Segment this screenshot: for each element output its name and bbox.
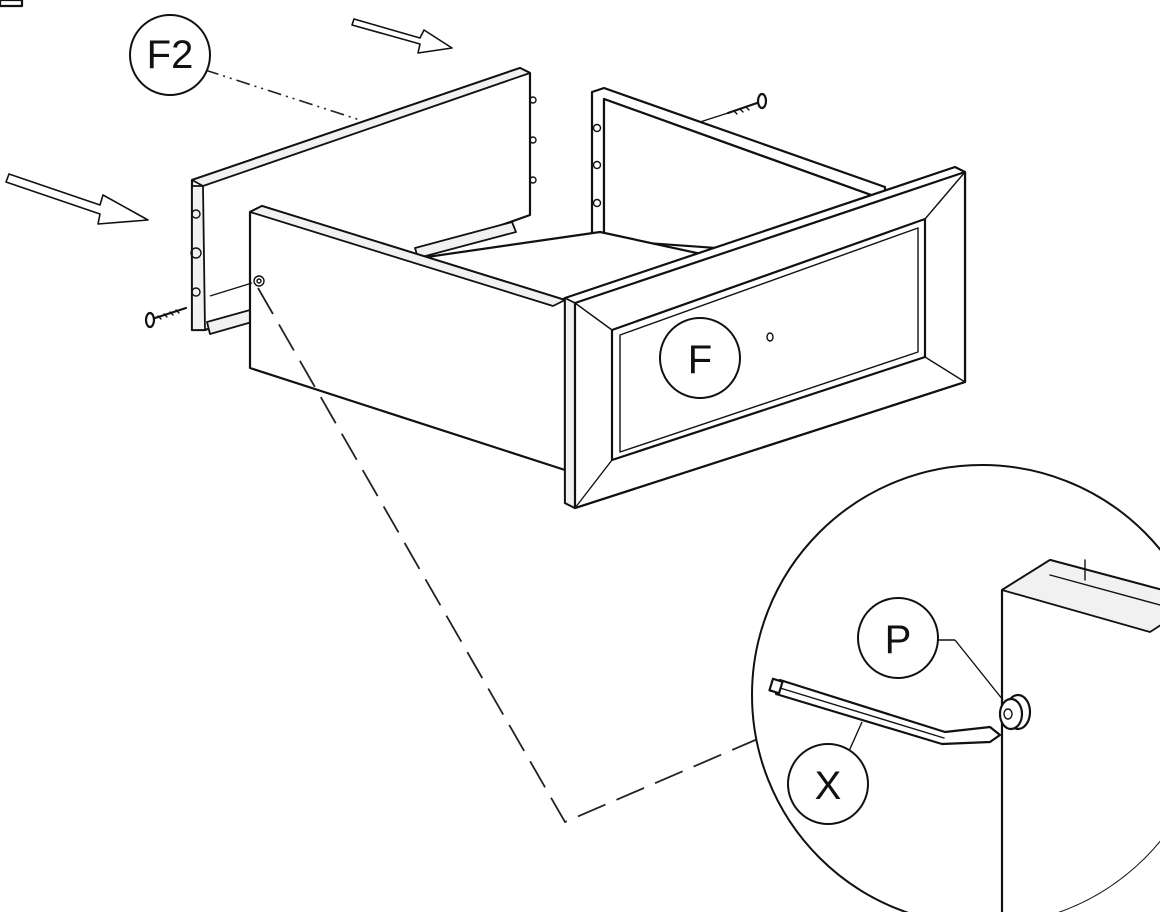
screw-right — [699, 92, 768, 123]
detail-view — [751, 464, 1160, 912]
screw-left — [144, 306, 188, 329]
front-panel — [563, 165, 967, 510]
callout-p: P — [857, 597, 939, 679]
insert-arrow-left — [5, 173, 149, 225]
callout-f-label: F — [688, 338, 712, 382]
callout-x: X — [787, 743, 869, 825]
allen-key-part — [768, 677, 1002, 746]
callout-x-label: X — [815, 764, 842, 808]
insert-arrow-top — [351, 18, 453, 54]
callout-f2: F2 — [129, 14, 211, 96]
cropped-heading-mark — [0, 0, 24, 8]
callout-f2-label: F2 — [147, 33, 194, 77]
drawer-back-panel — [248, 204, 567, 472]
cam-lock-part — [998, 693, 1032, 731]
callout-f: F — [659, 317, 741, 399]
leader-f2 — [204, 69, 361, 121]
callout-p-label: P — [885, 618, 912, 662]
detail-leader — [257, 287, 761, 824]
